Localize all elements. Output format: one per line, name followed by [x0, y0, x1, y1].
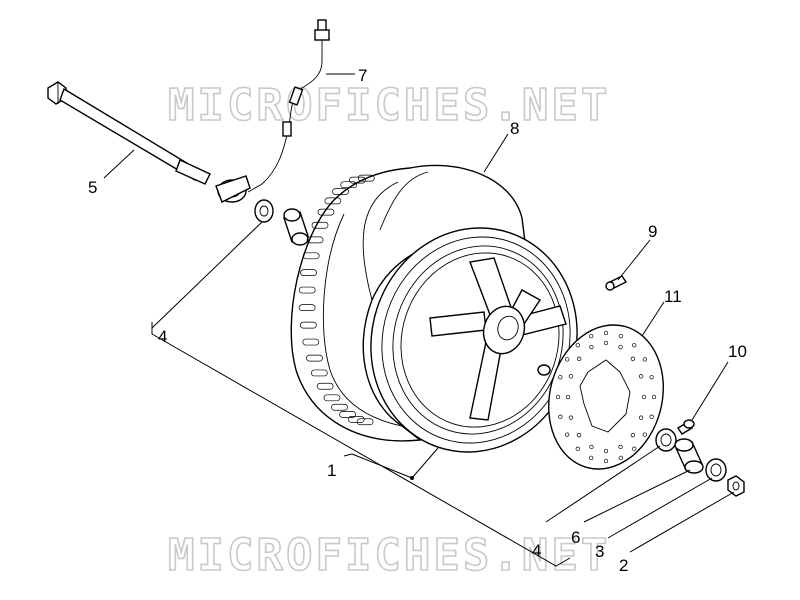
speedometer-cable-part: [215, 19, 330, 203]
callout-9: 9: [648, 222, 657, 241]
spacer-part: [674, 438, 704, 474]
callout-7: 7: [358, 66, 367, 85]
spacer-bush-part: [283, 208, 309, 246]
disc-hole: [576, 433, 582, 438]
disc-hole: [603, 458, 609, 464]
callout-8: 8: [510, 119, 519, 138]
disc-hole: [555, 394, 561, 400]
tread-block: [349, 176, 366, 184]
brake-disc-holes: [555, 330, 657, 464]
callout-2: 2: [619, 556, 628, 575]
tread-block: [298, 286, 316, 294]
tread-block: [357, 174, 375, 182]
disc-screw-part: [677, 419, 695, 435]
disc-hole: [649, 375, 654, 380]
tread-block: [339, 411, 356, 418]
disc-hole: [638, 415, 644, 420]
tread-block: [340, 181, 358, 189]
disc-hole: [632, 343, 637, 348]
tread-block: [298, 304, 316, 312]
bearing-left-part: [254, 199, 274, 223]
leader-lines: [103, 73, 735, 553]
tread-block: [324, 197, 342, 205]
disc-hole: [589, 455, 594, 461]
disc-hole: [589, 444, 594, 450]
tread-block: [302, 338, 320, 346]
callout-3: 3: [595, 542, 604, 561]
tread-block: [302, 252, 320, 260]
disc-hole: [568, 374, 574, 379]
screw-part: [605, 275, 628, 291]
disc-hole: [568, 415, 574, 420]
disc-hole: [558, 375, 563, 380]
disc-hole: [630, 356, 636, 361]
disc-hole: [603, 340, 609, 346]
tread-block: [317, 208, 335, 216]
disc-hole: [603, 448, 609, 454]
tread-block: [332, 188, 349, 195]
disc-hole: [558, 414, 563, 419]
bearing-right-part: [655, 428, 677, 452]
tyre-tread: [298, 174, 375, 426]
tread-block: [299, 321, 317, 329]
callout-4-bottom: 4: [532, 541, 541, 560]
disc-hole: [641, 394, 647, 400]
watermark-top: MICROFICHES.NET: [168, 80, 610, 131]
disc-hole: [618, 455, 623, 461]
disc-hole: [642, 432, 647, 437]
washer-part: [705, 458, 727, 482]
disc-hole: [575, 343, 580, 348]
axle-part: [47, 81, 211, 185]
rim-spokes: [429, 257, 567, 421]
disc-hole: [565, 357, 570, 362]
brake-disc-part: [548, 324, 664, 470]
disc-hole: [630, 433, 636, 438]
tread-block: [323, 394, 341, 402]
tread-block: [306, 236, 324, 244]
tread-block: [331, 403, 348, 411]
callout-1: 1: [327, 461, 336, 480]
disc-hole: [575, 446, 580, 451]
watermark-bottom: MICROFICHES.NET: [168, 530, 610, 581]
tread-block: [356, 418, 374, 426]
tread-block: [310, 369, 328, 377]
callout-6: 6: [571, 528, 580, 547]
tread-block: [311, 221, 329, 229]
tread-block: [316, 382, 334, 390]
disc-hole: [565, 432, 570, 437]
tread-block: [300, 269, 317, 276]
disc-hole: [589, 344, 594, 350]
disc-hole: [638, 374, 644, 379]
disc-hole: [651, 394, 657, 400]
leader-dot: [410, 476, 414, 480]
disc-hole: [632, 446, 637, 451]
nut-part: [727, 475, 745, 497]
disc-hole: [576, 356, 582, 361]
disc-hole: [649, 414, 654, 419]
disc-hole: [565, 394, 571, 400]
disc-hole: [618, 333, 623, 339]
callout-10: 10: [728, 342, 747, 361]
callout-4-left: 4: [158, 327, 167, 346]
disc-hole: [589, 333, 594, 339]
disc-hole: [603, 330, 609, 336]
callout-5: 5: [88, 178, 97, 197]
disc-hole: [618, 444, 623, 450]
tread-block: [306, 354, 323, 362]
tread-block: [347, 416, 365, 423]
disc-hole: [642, 357, 647, 362]
disc-hole: [618, 344, 623, 350]
callout-11: 11: [664, 287, 682, 306]
assembly-bracket: [151, 221, 571, 567]
